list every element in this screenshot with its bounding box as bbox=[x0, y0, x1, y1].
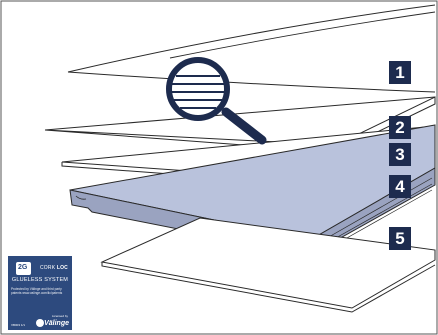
layer-1-sheet bbox=[68, 5, 435, 72]
layer-badge-4: 4 bbox=[389, 175, 411, 198]
layer-badge-1: 1 bbox=[389, 61, 411, 84]
layer-1-sheet-lower bbox=[68, 72, 435, 92]
layer-badge-2: 2 bbox=[389, 116, 411, 139]
logo-system: GLUELESS SYSTEM bbox=[8, 277, 72, 283]
logo-patent: Protected by Välinge and third party pat… bbox=[11, 287, 69, 295]
layer-1-sheet-upper bbox=[170, 12, 435, 58]
layer-badge-3: 3 bbox=[389, 143, 411, 166]
valinge-mark-icon bbox=[36, 319, 44, 327]
logo-brand: CORK LOC bbox=[40, 265, 68, 271]
logo-licensed: Licensed by bbox=[52, 314, 68, 318]
layer-5-sheet bbox=[102, 218, 435, 308]
layer-badge-5: 5 bbox=[389, 227, 411, 250]
logo-reference: VB003 1/1 bbox=[11, 323, 25, 327]
magnifier-icon bbox=[169, 60, 262, 140]
logo-company: Välinge bbox=[44, 320, 69, 327]
corkloc-logo: 2G CORK LOC GLUELESS SYSTEM Protected by… bbox=[8, 256, 72, 330]
logo-badge-text: 2G bbox=[18, 264, 27, 271]
